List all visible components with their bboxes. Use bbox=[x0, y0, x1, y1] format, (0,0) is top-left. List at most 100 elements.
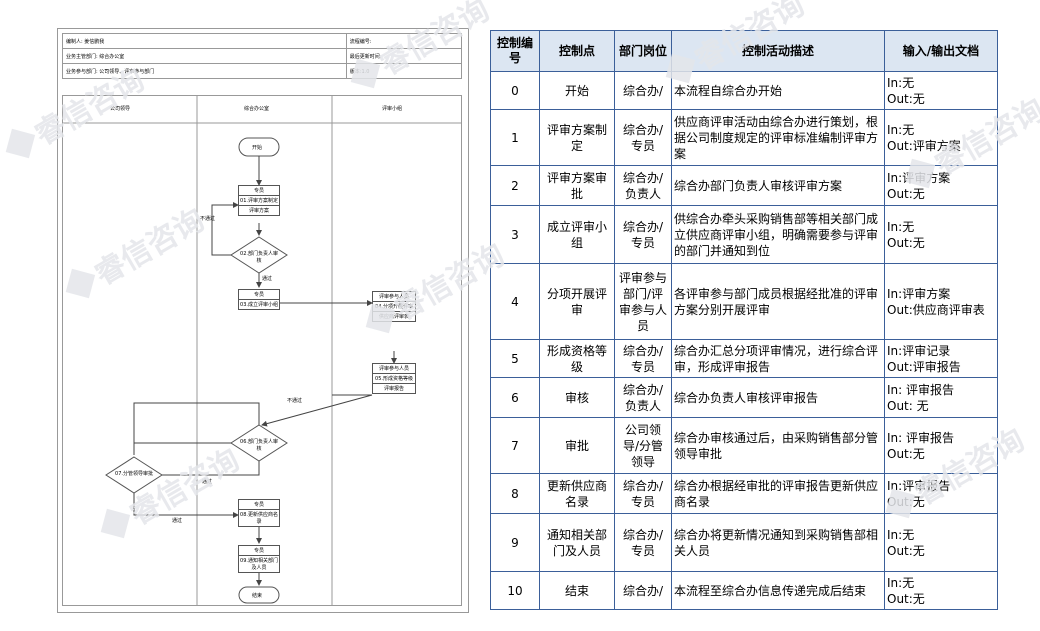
row-dept: 综合办/专员 bbox=[614, 473, 672, 514]
row-desc: 本流程至综合办信息传递完成后结束 bbox=[671, 571, 885, 610]
row-no: 10 bbox=[490, 571, 540, 610]
row-no: 2 bbox=[490, 165, 540, 206]
header-activity-desc: 控制活动描述 bbox=[671, 30, 885, 72]
pass-label-2: 通过 bbox=[202, 479, 213, 485]
row-no: 5 bbox=[490, 339, 540, 378]
row-io: In:评审方案 Out:无 bbox=[884, 165, 998, 206]
row-no: 8 bbox=[490, 473, 540, 514]
row-no: 7 bbox=[490, 417, 540, 474]
row-control-point: 开始 bbox=[539, 71, 615, 110]
row-control-point: 成立评审小组 bbox=[539, 205, 615, 264]
pass-label-3: 通过 bbox=[172, 518, 183, 524]
header-control-no: 控制编号 bbox=[490, 30, 540, 72]
row-dept: 综合办/负责人 bbox=[614, 377, 672, 418]
flowchart-lines bbox=[62, 95, 462, 606]
pass-label-1: 通过 bbox=[262, 276, 273, 282]
row-desc: 综合办审核通过后，由采购销售部分管领导审批 bbox=[671, 417, 885, 474]
reject-label-1: 不通过 bbox=[200, 216, 216, 222]
row-io: In: 评审报告 Out: 无 bbox=[884, 377, 998, 418]
row-desc: 供综合办牵头采购销售部等相关部门成立供应商评审小组，明确需要参与评审的部门并通知… bbox=[671, 205, 885, 264]
step-07-diamond-label: 07.分管领导审批 bbox=[115, 471, 153, 477]
header-io-docs: 输入/输出文档 bbox=[884, 30, 998, 72]
row-control-point: 分项开展评审 bbox=[539, 263, 615, 340]
row-no: 1 bbox=[490, 109, 540, 166]
row-io: In:评审记录 Out:评审报告 bbox=[884, 339, 998, 378]
row-dept: 综合办/专员 bbox=[614, 109, 672, 166]
row-desc: 综合办负责人审核评审报告 bbox=[671, 377, 885, 418]
row-control-point: 评审方案制定 bbox=[539, 109, 615, 166]
participants-cell: 业务参与部门: 公司领导、评审参与部门 bbox=[62, 63, 347, 79]
row-no: 6 bbox=[490, 377, 540, 418]
lane-header-office: 综合办公室 bbox=[244, 106, 270, 112]
row-no: 3 bbox=[490, 205, 540, 264]
end-node: 结束 bbox=[252, 593, 263, 599]
row-io: In:无 Out:无 bbox=[884, 513, 998, 572]
row-control-point: 结束 bbox=[539, 571, 615, 610]
row-dept: 综合办/ bbox=[614, 571, 672, 610]
row-desc: 各评审参与部门成员根据经批准的评审方案分别开展评审 bbox=[671, 263, 885, 340]
row-control-point: 通知相关部门及人员 bbox=[539, 513, 615, 572]
row-dept: 综合办/专员 bbox=[614, 513, 672, 572]
row-io: In:无 Out:评审方案 bbox=[884, 109, 998, 166]
flowchart-header-table: 编制人: 姜信鹏我流程编号: 业务主管部门: 综合办公室最后更新时间: 业务参与… bbox=[62, 33, 463, 79]
row-io: In:评审报告 Out:无 bbox=[884, 473, 998, 514]
row-control-point: 评审方案审批 bbox=[539, 165, 615, 206]
row-desc: 综合办根据经审批的评审报告更新供应商名录 bbox=[671, 473, 885, 514]
reject-label-2: 不通过 bbox=[287, 398, 303, 404]
row-desc: 供应商评审活动由综合办进行策划，根据公司制度规定的评审标准编制评审方案 bbox=[671, 109, 885, 166]
version-cell: 版本:1.0 bbox=[345, 63, 463, 79]
row-io: In:无 Out:无 bbox=[884, 571, 998, 610]
lane-header-leadership: 公司领导 bbox=[110, 106, 131, 112]
row-desc: 综合办部门负责人审核评审方案 bbox=[671, 165, 885, 206]
row-no: 0 bbox=[490, 71, 540, 110]
row-dept: 综合办/专员 bbox=[614, 339, 672, 378]
row-desc: 本流程自综合办开始 bbox=[671, 71, 885, 110]
header-dept-post: 部门岗位 bbox=[614, 30, 672, 72]
process-no-cell: 流程编号: bbox=[345, 33, 463, 49]
row-io: In:无 Out:无 bbox=[884, 71, 998, 110]
step-02-diamond-label: 02.部门负责人审核 bbox=[240, 251, 278, 264]
row-control-point: 更新供应商名录 bbox=[539, 473, 615, 514]
row-control-point: 审核 bbox=[539, 377, 615, 418]
author-cell: 编制人: 姜信鹏我 bbox=[62, 33, 347, 49]
row-no: 4 bbox=[490, 263, 540, 340]
updated-cell: 最后更新时间: bbox=[345, 48, 463, 64]
header-control-point: 控制点 bbox=[539, 30, 615, 72]
row-control-point: 审批 bbox=[539, 417, 615, 474]
row-dept: 公司领导/分管领导 bbox=[614, 417, 672, 474]
lane-header-review-group: 评审小组 bbox=[382, 106, 403, 112]
flowchart-panel: 编制人: 姜信鹏我流程编号: 业务主管部门: 综合办公室最后更新时间: 业务参与… bbox=[57, 28, 469, 613]
row-desc: 综合办汇总分项评审情况，进行综合评审，形成评审报告 bbox=[671, 339, 885, 378]
row-no: 9 bbox=[490, 513, 540, 572]
row-dept: 综合办/ bbox=[614, 71, 672, 110]
row-io: In:评审方案 Out:供应商评审表 bbox=[884, 263, 998, 340]
row-desc: 综合办将更新情况通知到采购销售部相关人员 bbox=[671, 513, 885, 572]
row-control-point: 形成资格等级 bbox=[539, 339, 615, 378]
row-dept: 评审参与部门/评审参与人员 bbox=[614, 263, 672, 340]
step-06-diamond-label: 06.部门负责人审核 bbox=[240, 439, 278, 452]
owner-dept-cell: 业务主管部门: 综合办公室 bbox=[62, 48, 347, 64]
start-node: 开始 bbox=[252, 145, 263, 151]
row-io: In: 评审报告 Out:无 bbox=[884, 417, 998, 474]
row-io: In:无 Out:无 bbox=[884, 205, 998, 264]
